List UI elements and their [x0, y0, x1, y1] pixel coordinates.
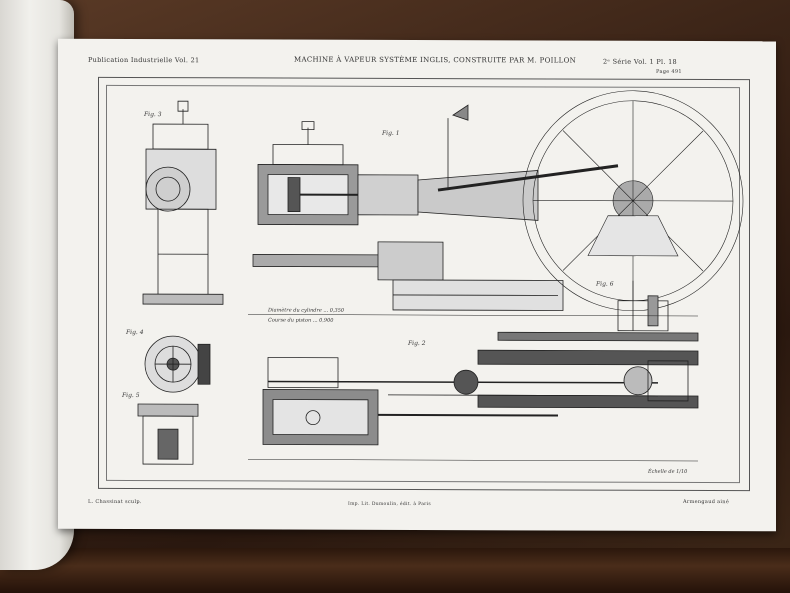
fig4-cover: [144, 335, 211, 393]
fig6-detail: [617, 280, 669, 332]
flywheel: [522, 90, 744, 312]
footer-center: Imp. Lit. Dumoulin, édit. à Paris: [348, 501, 431, 508]
dims-note-2: Course du piston ... 0,900: [268, 317, 334, 324]
fig-label-5: Fig. 5: [122, 391, 140, 400]
fig-label-1: Fig. 1: [382, 129, 400, 137]
fig-label-3: Fig. 3: [144, 111, 162, 119]
table-edge: [0, 548, 790, 593]
dims-note-1: Diamètre du cylindre ... 0,350: [268, 307, 345, 314]
fig-label-2: Fig. 2: [408, 339, 426, 348]
fig-label-6: Fig. 6: [596, 280, 614, 288]
fig1-section: [252, 104, 619, 311]
fig5-pump: [137, 403, 199, 465]
fig-label-4: Fig. 4: [126, 328, 144, 337]
engine-drawings: [137, 90, 744, 465]
fig3-end-elevation: [142, 100, 224, 305]
engraved-plate: Publication Industrielle Vol. 21 MACHINE…: [58, 38, 776, 532]
footer-right: Armengaud ainé: [683, 498, 730, 506]
scale-note: Échelle de 1/10: [648, 468, 688, 475]
footer-left: L. Chassinat sculp.: [88, 498, 142, 506]
fig2-plan: [262, 331, 699, 446]
